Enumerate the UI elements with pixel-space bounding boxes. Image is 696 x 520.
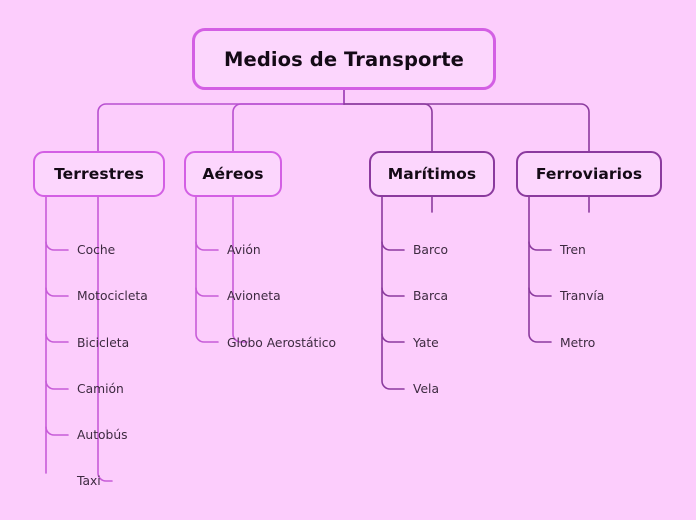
connector-stub-ferroviarios-1 [528, 287, 552, 297]
leaf-label-tranvia[interactable]: Tranvía [560, 289, 605, 303]
leaf-label-coche[interactable]: Coche [77, 243, 116, 257]
branch-node-label: Aéreos [202, 165, 264, 183]
connector-spine-aereos [232, 196, 248, 343]
connector-trunk-maritimos [343, 103, 433, 152]
connector-trunk-aereos [232, 103, 345, 152]
connector-trunk-terrestres [97, 103, 345, 152]
leaf-label-avion[interactable]: Avión [227, 243, 261, 257]
branch-node-ferroviarios[interactable]: Ferroviarios [516, 151, 662, 197]
leaf-label-camion[interactable]: Camión [77, 382, 124, 396]
connector-stub-maritimos-2 [381, 333, 405, 343]
connector-spine-maritimos-main [381, 196, 405, 390]
branch-node-label: Ferroviarios [535, 165, 643, 183]
leaf-label-bicicleta[interactable]: Bicicleta [77, 336, 130, 350]
leaf-label-yate[interactable]: Yate [413, 336, 439, 350]
connector-stub-maritimos-0 [381, 241, 405, 251]
leaf-label-tren[interactable]: Tren [560, 243, 586, 257]
connector-stub-terrestres-4 [45, 426, 69, 436]
connector-spine-ferroviarios-main [528, 196, 552, 343]
leaf-label-taxi[interactable]: Taxi [77, 474, 101, 488]
connector-stub-aereos-1 [195, 287, 219, 297]
connector-spine-aereos-main [195, 196, 219, 343]
connector-stub-ferroviarios-0 [528, 241, 552, 251]
connector-stub-terrestres-2 [45, 333, 69, 343]
leaf-label-autobus[interactable]: Autobús [77, 428, 128, 442]
leaf-label-barco[interactable]: Barco [413, 243, 449, 257]
connector-stub-terrestres-3 [45, 380, 69, 390]
connector-stub-maritimos-1 [381, 287, 405, 297]
connector-trunk-ferroviarios [343, 103, 590, 152]
root-node-label: Medios de Transporte [224, 47, 464, 71]
leaf-label-globo-aerostatico[interactable]: Globo Aerostático [227, 336, 337, 350]
root-node-medios-de-transporte[interactable]: Medios de Transporte [192, 28, 496, 90]
branch-node-maritimos[interactable]: Marítimos [369, 151, 495, 197]
leaf-label-metro[interactable]: Metro [560, 336, 596, 350]
leaf-label-avioneta[interactable]: Avioneta [227, 289, 281, 303]
leaf-label-barca[interactable]: Barca [413, 289, 449, 303]
leaf-label-motocicleta[interactable]: Motocicleta [77, 289, 148, 303]
connector-stub-aereos-0 [195, 241, 219, 251]
connector-stub-terrestres-1 [45, 287, 69, 297]
branch-node-aereos[interactable]: Aéreos [184, 151, 282, 197]
connector-stub-terrestres-0 [45, 241, 69, 251]
branch-node-label: Marítimos [387, 165, 477, 183]
leaf-label-vela[interactable]: Vela [413, 382, 439, 396]
branch-node-label: Terrestres [54, 165, 144, 183]
branch-node-terrestres[interactable]: Terrestres [33, 151, 165, 197]
